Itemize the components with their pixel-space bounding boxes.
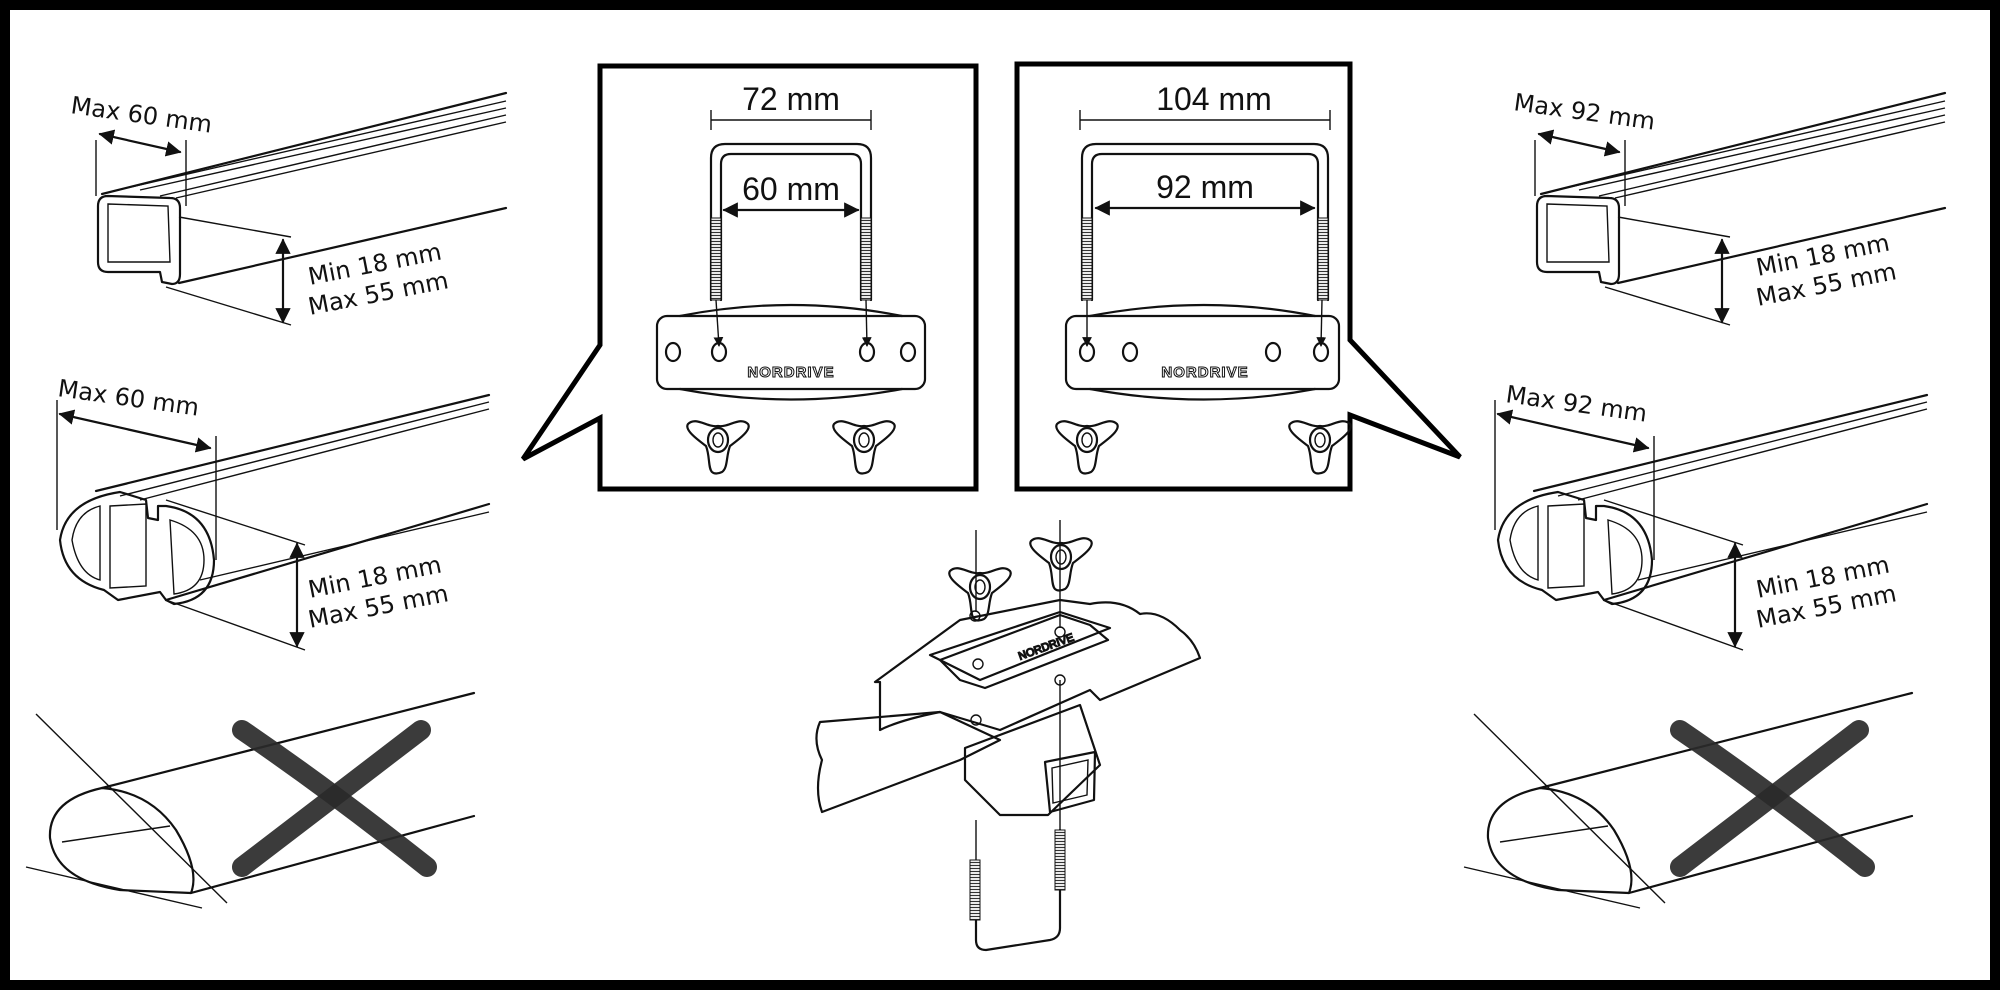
right-oval-bar-crossed [1464,693,1912,908]
callout-small-inner-width: 60 mm [742,171,840,207]
callout-large-brand: NORDRIVE [1161,364,1248,381]
center-plate-brand: NORDRIVE [1017,632,1076,663]
left-square-width-label: Max 60 mm [69,91,214,139]
right-square-bar [1535,93,1945,325]
callout-small-brand: NORDRIVE [747,364,834,381]
callout-large-ubolt: 104 mm 92 mm NORDRIVE [1014,61,1462,492]
callout-small-outer-width: 72 mm [742,81,840,117]
left-aero-width-label: Max 60 mm [56,374,201,422]
left-oval-bar-crossed [26,693,474,908]
right-square-width-label: Max 92 mm [1512,88,1657,136]
hitch-assembly-illustration: NORDRIVE [815,520,1202,952]
callout-small-ubolt: 72 mm 60 mm NORDRIVE [520,63,979,492]
callout-large-inner-width: 92 mm [1156,169,1254,205]
callout-large-outer-width: 104 mm [1156,81,1272,117]
